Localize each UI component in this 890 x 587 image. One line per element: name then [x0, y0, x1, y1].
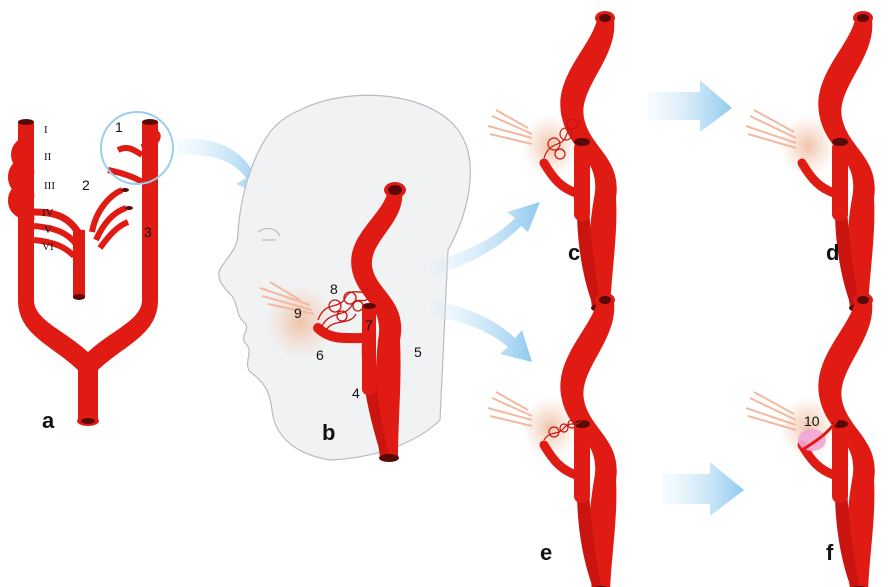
arrow-e-to-f [662, 462, 744, 516]
label-6: 6 [316, 347, 324, 363]
lesion [798, 429, 826, 451]
label-4: 4 [352, 385, 360, 401]
arch-label-V: V [44, 224, 52, 236]
arrow-b-to-e [430, 300, 532, 362]
label-8: 8 [330, 281, 338, 297]
panel-b-head-profile: 8 9 7 6 5 4 b [219, 95, 471, 462]
label-9: 9 [294, 305, 302, 321]
label-5: 5 [414, 344, 422, 360]
arch-label-IV: IV [42, 207, 54, 219]
panel-d-vessel: d [746, 11, 875, 312]
highlight-circle [101, 112, 173, 184]
label-1: 1 [115, 119, 123, 135]
arch-label-II: II [44, 151, 52, 163]
panel-c-vessel: c [488, 11, 617, 312]
panel-label-a: a [42, 408, 55, 433]
panel-label-d: d [826, 240, 839, 265]
arrow-c-to-d [648, 80, 732, 132]
arch-label-III: III [44, 180, 55, 192]
label-10: 10 [804, 413, 820, 429]
panel-label-f: f [826, 540, 834, 565]
panel-a-aortic-arches: I II III IV V VI 1 2 3 a [13, 112, 173, 433]
label-7: 7 [365, 317, 373, 333]
arch-label-I: I [44, 124, 48, 136]
panel-label-c: c [568, 240, 580, 265]
label-2: 2 [82, 177, 90, 193]
panel-f-vessel: 10 f [746, 293, 875, 587]
label-3: 3 [144, 224, 152, 240]
panel-label-e: e [540, 540, 552, 565]
arch-label-VI: VI [42, 241, 54, 253]
panel-label-b: b [322, 420, 335, 445]
